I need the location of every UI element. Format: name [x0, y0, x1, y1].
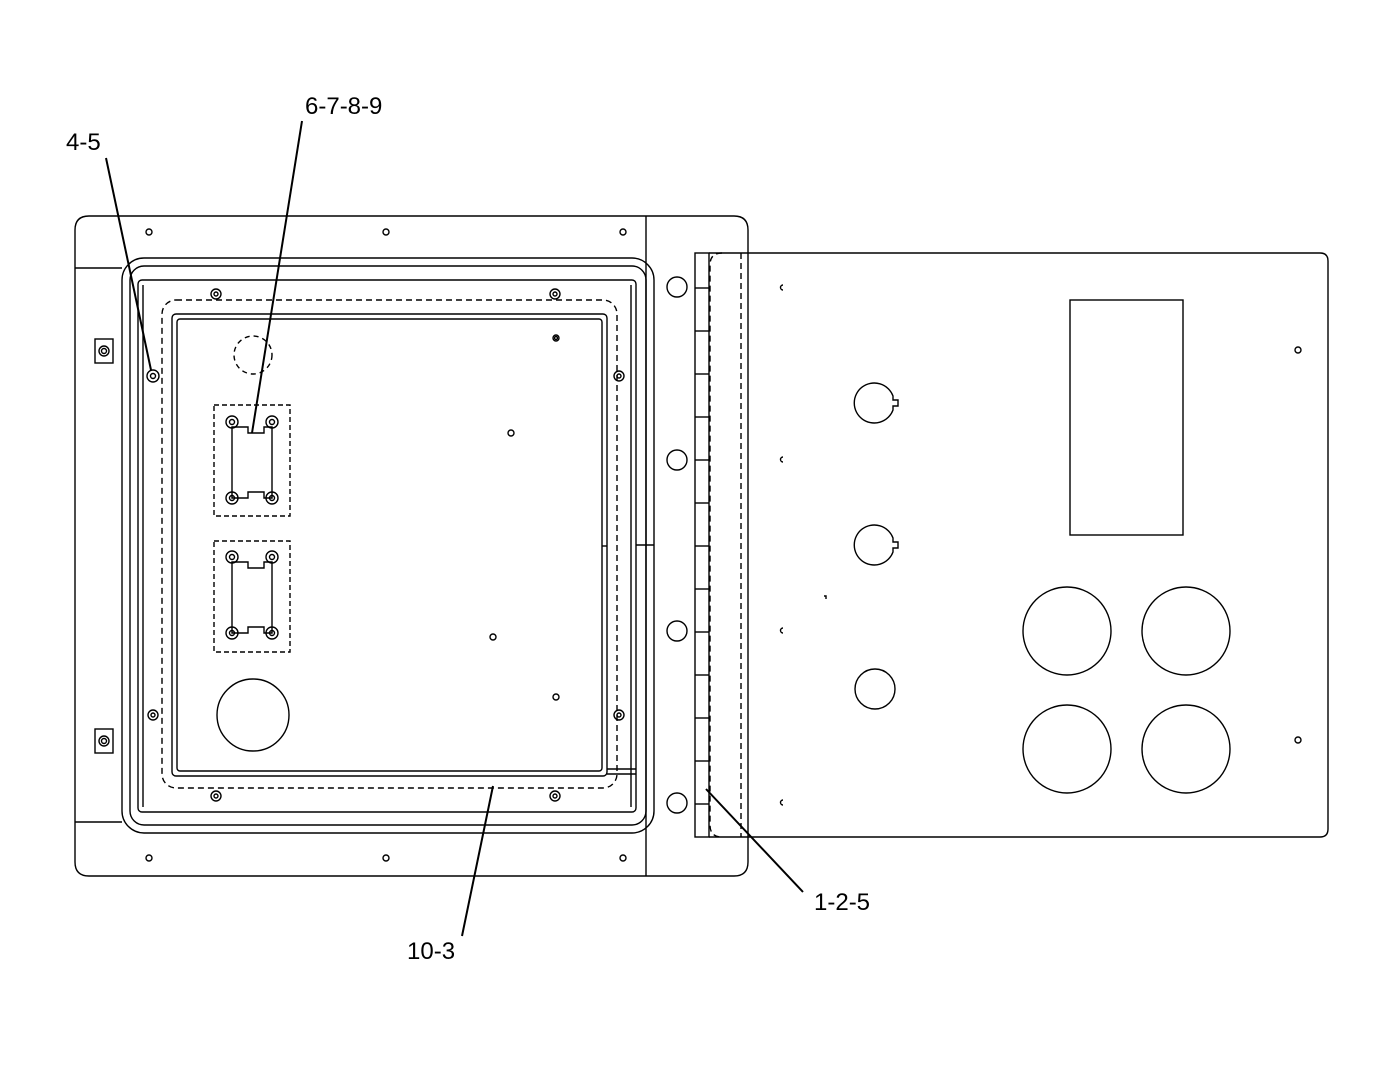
cable-opening: [216, 678, 290, 752]
leader-10-3: [461, 785, 494, 937]
indicator-hole-1: [853, 382, 899, 424]
meter-hole-3: [1022, 704, 1112, 794]
callout-10-3: 10-3: [407, 938, 456, 965]
leader-lines: [105, 120, 804, 937]
meter-hole-1: [1022, 586, 1112, 676]
inner-plate: [171, 313, 608, 777]
hinge-strip: [694, 252, 710, 838]
latch-upper: [94, 338, 114, 364]
frame-outer-plate: [74, 215, 749, 877]
callout-4-5: 4-5: [66, 129, 101, 156]
door-panel: [709, 252, 1329, 838]
indicator-hole-2: [853, 524, 899, 566]
connector-plate-upper: [213, 404, 291, 517]
door-flange-dashed: [709, 252, 723, 838]
display-window: [1069, 299, 1184, 536]
gasket-dashed-outline: [161, 299, 618, 789]
callout-6-7-8-9: 6-7-8-9: [305, 93, 383, 120]
leader-1-2-5: [705, 788, 804, 893]
meter-hole-4: [1141, 704, 1231, 794]
callout-1-2-5: 1-2-5: [814, 889, 871, 916]
indicator-hole-3: [854, 668, 896, 710]
opening-ring-inner: [137, 279, 637, 813]
frame-panel: [74, 215, 749, 877]
leader-4-5: [105, 157, 152, 371]
leader-6-7-8-9: [251, 120, 303, 434]
door-plate: [709, 252, 1329, 838]
connector-plate-lower: [213, 540, 291, 653]
opening-ring-outer: [121, 257, 655, 834]
hidden-circle: [233, 335, 273, 375]
opening-ring-mid: [129, 265, 647, 826]
meter-hole-2: [1141, 586, 1231, 676]
latch-lower: [94, 728, 114, 754]
